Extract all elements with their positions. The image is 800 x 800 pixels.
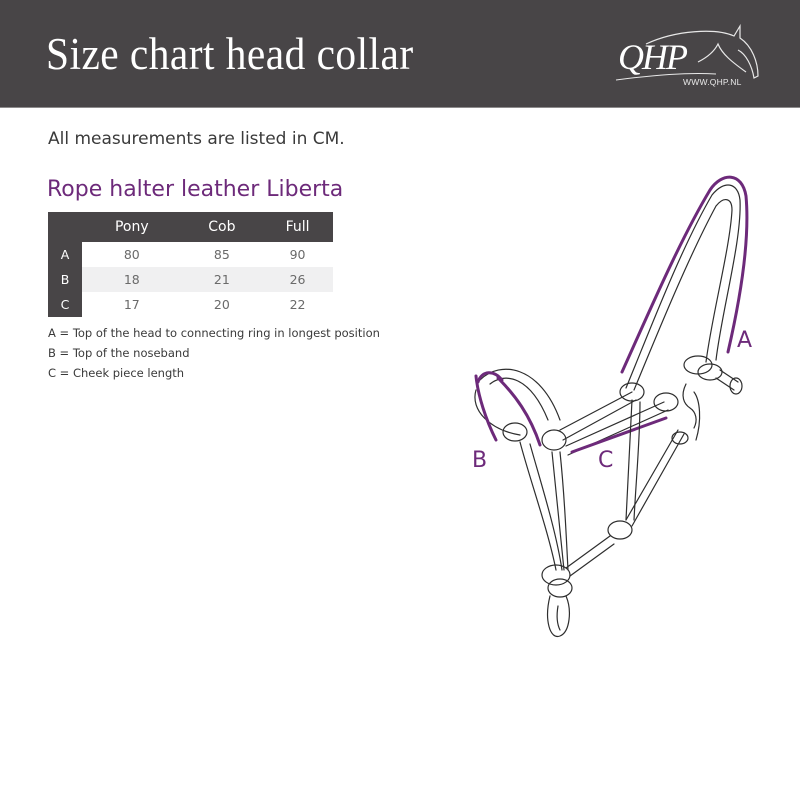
table-cell: 18 — [82, 267, 182, 292]
table-cell: 20 — [213, 297, 230, 312]
halter-diagram: A B C — [440, 170, 780, 650]
measurement-note: All measurements are listed in CM. — [48, 129, 345, 149]
row-label: B — [48, 267, 82, 292]
logo-brand-text: QHP — [618, 37, 688, 77]
horse-head-icon — [615, 23, 759, 81]
diagram-label-b: B — [472, 448, 488, 473]
table-cell: 21 — [181, 267, 263, 292]
measurement-legend: A = Top of the head to connecting ring i… — [48, 323, 380, 383]
size-table: Pony Cob Full A 80 85 90 B 18 21 26 C 17… — [48, 212, 333, 317]
column-header: Pony — [82, 212, 182, 242]
diagram-label-a: A — [737, 328, 753, 353]
legend-item-a: A = Top of the head to connecting ring i… — [48, 326, 380, 340]
diagram-label-c: C — [598, 448, 614, 473]
table-cell: 85 — [213, 247, 230, 262]
table-cell: 80 — [123, 247, 140, 262]
column-header: Cob — [181, 212, 263, 242]
brand-logo: QHP WWW.QHP.NL — [606, 22, 766, 94]
table-row: B 18 21 26 — [48, 267, 333, 292]
legend-item-c: C = Cheek piece length — [48, 366, 185, 380]
table-corner — [48, 212, 82, 242]
product-title: Rope halter leather Liberta — [47, 177, 344, 202]
row-label: A — [48, 242, 82, 267]
table-header-row: Pony Cob Full — [48, 212, 333, 242]
table-cell: 22 — [289, 297, 306, 312]
logo-url-text: WWW.QHP.NL — [683, 77, 742, 87]
table-row: C 17 20 22 — [48, 292, 333, 317]
column-header: Full — [262, 212, 333, 242]
rope-halter-illustration — [474, 175, 749, 638]
row-label: C — [48, 292, 82, 317]
page-title: Size chart head collar — [46, 29, 414, 79]
table-cell: 90 — [289, 247, 306, 262]
header-banner: Size chart head collar QHP WWW.QHP.NL — [0, 0, 800, 108]
legend-item-b: B = Top of the noseband — [48, 346, 190, 360]
table-cell: 17 — [123, 297, 140, 312]
table-cell: 26 — [262, 267, 333, 292]
table-row: A 80 85 90 — [48, 242, 333, 267]
